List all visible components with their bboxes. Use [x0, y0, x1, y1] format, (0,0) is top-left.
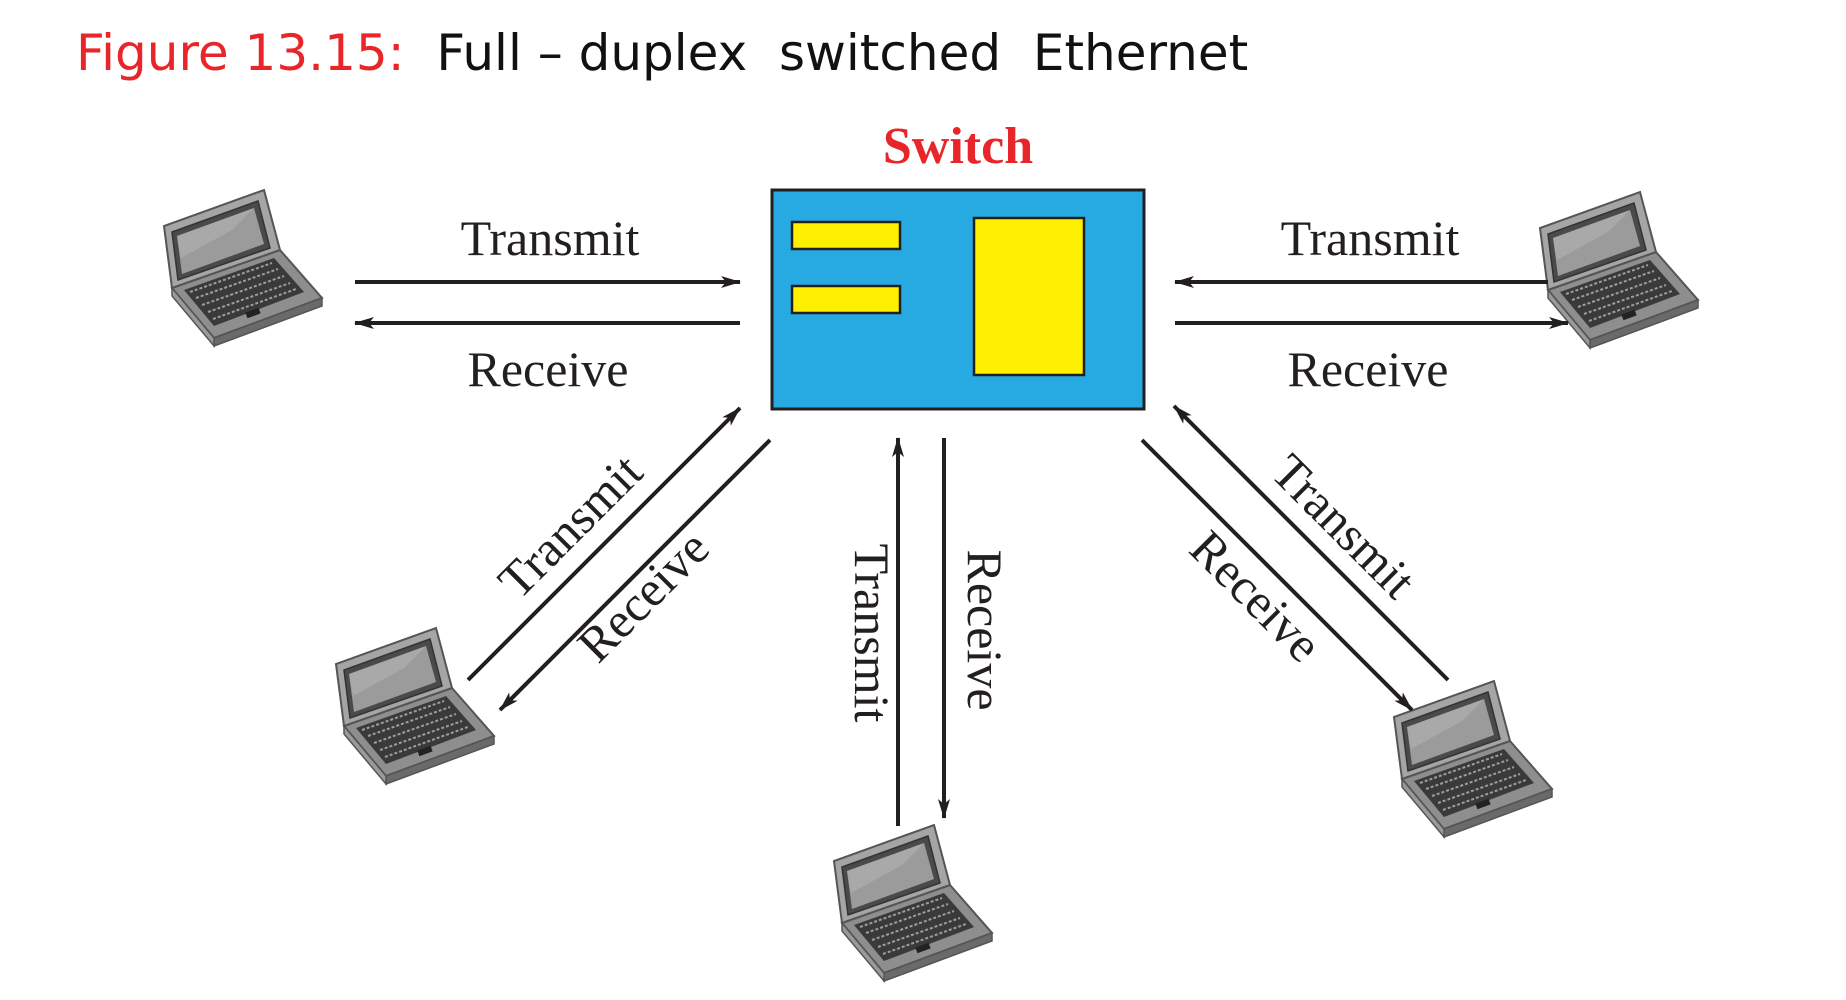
- receive-label: Receive: [1287, 341, 1448, 397]
- transmit-arrow: [1172, 404, 1450, 682]
- transmit-label: Transmit: [1281, 210, 1460, 266]
- laptop-icon: [335, 627, 495, 785]
- receive-arrow: [1140, 438, 1414, 712]
- switch-icon: [770, 188, 1146, 411]
- receive-arrow: [498, 438, 772, 712]
- transmit-label: Transmit: [461, 210, 640, 266]
- figure-number: Figure 13.15:: [76, 24, 405, 82]
- laptop-icon: [833, 824, 993, 982]
- figure-caption: Full – duplex switched Ethernet: [436, 24, 1249, 82]
- transmit-label: Transmit: [844, 544, 900, 723]
- receive-label: Receive: [467, 341, 628, 397]
- figure-title: Figure 13.15: Full – duplex switched Eth…: [76, 18, 1248, 88]
- transmit-arrow: [466, 406, 742, 682]
- laptop-icon: [1393, 680, 1553, 838]
- receive-label: Receive: [957, 549, 1013, 710]
- switch-label: Switch: [883, 118, 1033, 175]
- laptop-icon: [163, 189, 323, 347]
